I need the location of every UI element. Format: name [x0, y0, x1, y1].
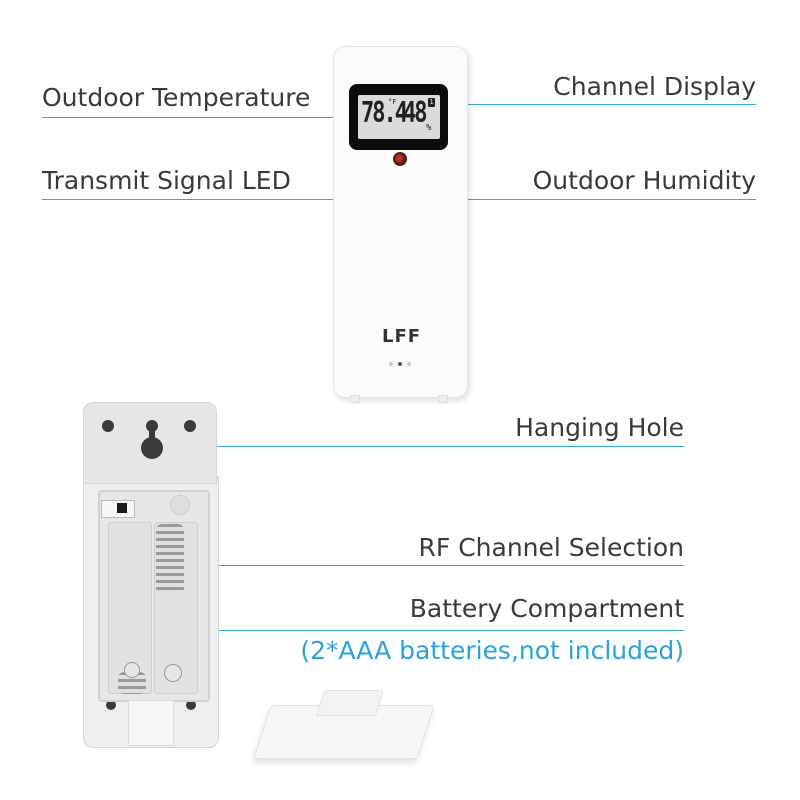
device-foot [438, 395, 448, 403]
lcd-channel: 1 [428, 98, 435, 107]
indicator-dot-icon [389, 362, 393, 366]
leader-channel-display [432, 104, 756, 105]
spring-icon [156, 524, 184, 594]
leader-hanging-hole [154, 446, 684, 447]
brand-logo: LFF [382, 326, 422, 347]
hanging-hole-icon [141, 420, 163, 459]
leader-battery [128, 630, 684, 631]
bottom-tab [128, 700, 174, 746]
label-outdoor-humidity: Outdoor Humidity [532, 166, 756, 195]
leader-outdoor-temperature [42, 117, 392, 118]
label-outdoor-temperature: Outdoor Temperature [42, 83, 311, 112]
switch-knob [117, 503, 127, 513]
polarity-minus-icon [124, 662, 140, 678]
device-foot [350, 395, 360, 403]
screw-icon [186, 700, 196, 710]
transmit-led-icon [393, 152, 407, 166]
lcd-humidity: 48 [403, 97, 427, 130]
lcd-temperature: 78.4 [361, 97, 408, 130]
lcd-display: 78.4 °F 48 % 1 [358, 95, 440, 139]
label-rf-channel-selection: RF Channel Selection [418, 533, 685, 562]
label-channel-display: Channel Display [553, 72, 756, 101]
indicator-dot-icon [407, 362, 411, 366]
indicator-dot-icon [398, 362, 402, 366]
lcd-humidity-unit: % [426, 123, 432, 133]
label-battery-compartment: Battery Compartment [409, 594, 684, 623]
polarity-plus-icon [164, 664, 182, 682]
spring-icon [118, 672, 146, 694]
battery-note: (2*AAA batteries,not included) [300, 636, 684, 665]
leader-outdoor-humidity [421, 199, 756, 200]
label-hanging-hole: Hanging Hole [515, 413, 684, 442]
screw-icon [106, 700, 116, 710]
battery-cover-tab [315, 690, 385, 716]
rf-channel-switch[interactable] [101, 500, 135, 518]
leader-transmit-led [42, 199, 400, 200]
screw-icon [102, 420, 114, 432]
lcd-temperature-unit: °F [388, 98, 397, 106]
label-transmit-signal-led: Transmit Signal LED [42, 166, 291, 195]
leader-rf-channel [128, 565, 684, 566]
screw-icon [184, 420, 196, 432]
compartment-post [170, 495, 190, 515]
